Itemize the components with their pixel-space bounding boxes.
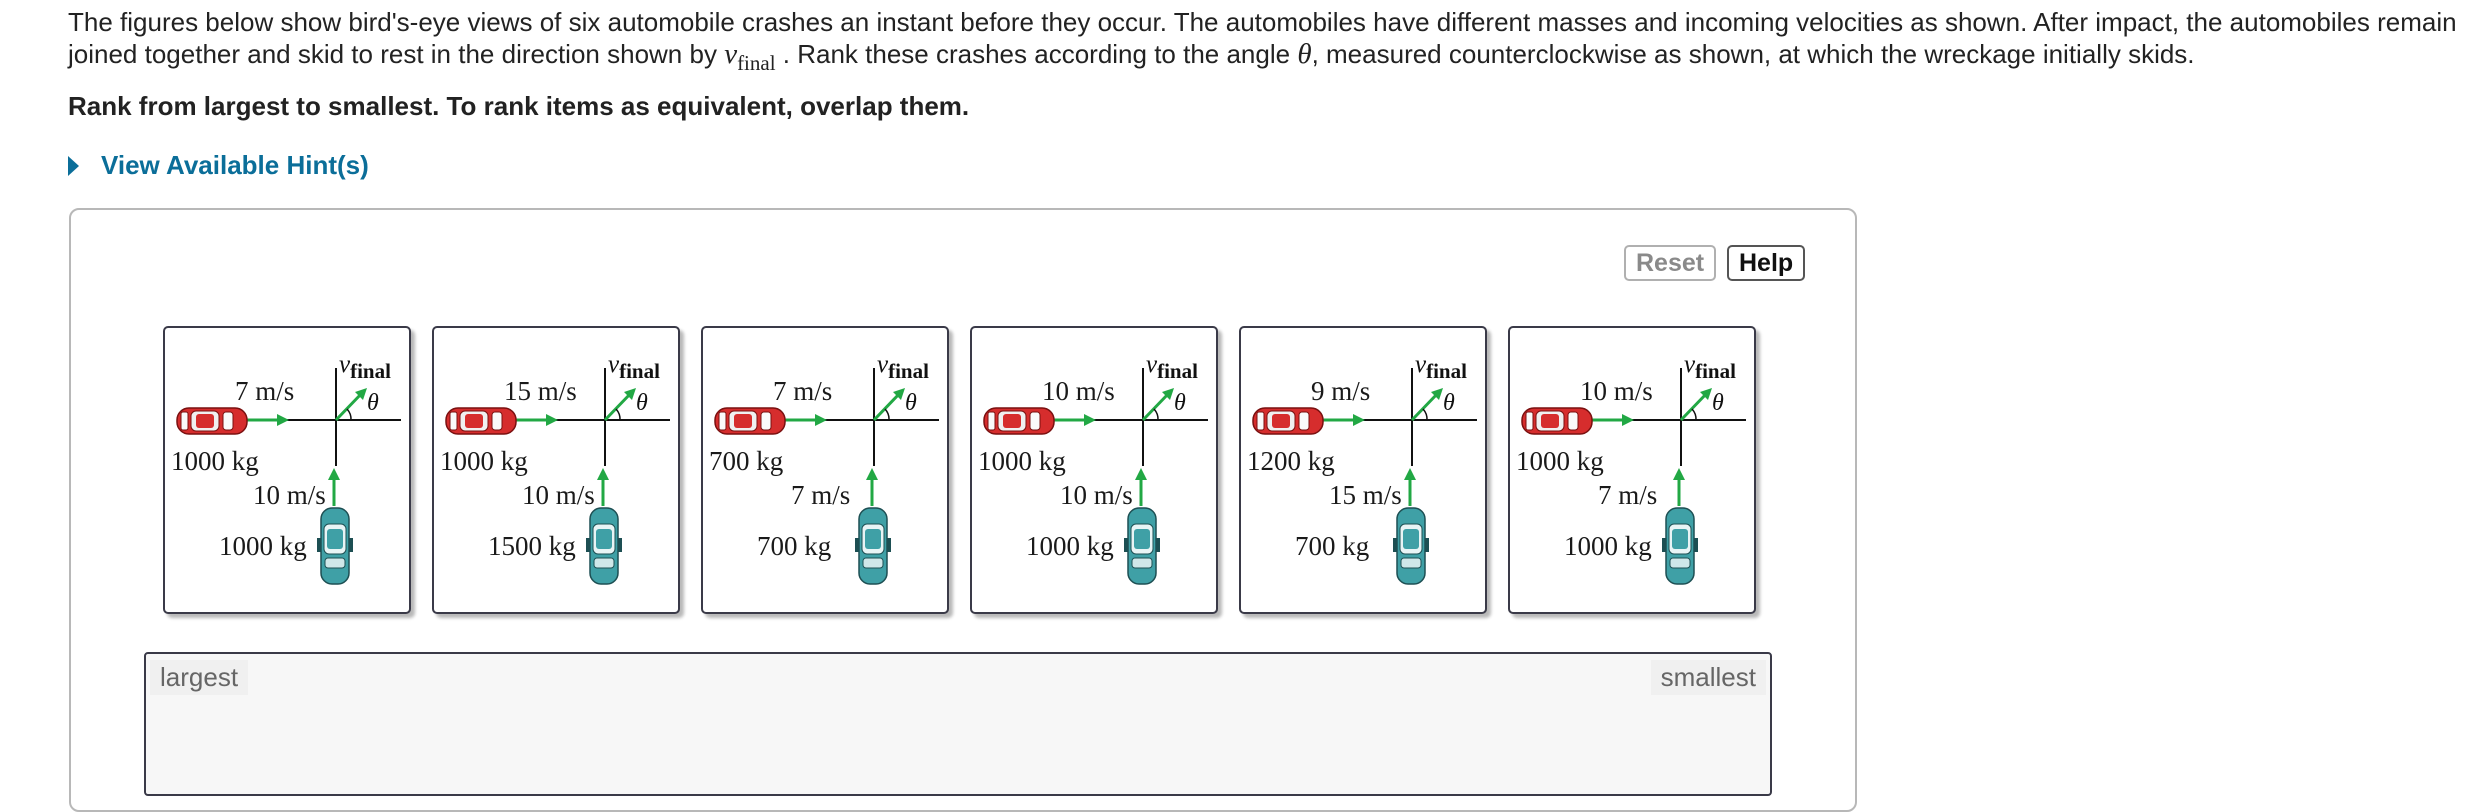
- theta-label: θ: [1443, 390, 1455, 416]
- theta-label: θ: [1712, 390, 1724, 416]
- problem-statement: The figures below show bird's-eye views …: [68, 6, 2468, 79]
- help-button[interactable]: Help: [1727, 245, 1806, 281]
- car1-mass-label: 1000 kg: [171, 446, 259, 476]
- car1-speed-label: 7 m/s: [773, 376, 833, 406]
- car2-mass-label: 700 kg: [757, 531, 832, 561]
- car1-mass-label: 1000 kg: [978, 446, 1066, 476]
- v-final-label: vfinal: [877, 351, 929, 383]
- theta-label: θ: [905, 390, 917, 416]
- car2-mass-label: 1000 kg: [219, 531, 307, 561]
- prompt-text-2: . Rank these crashes according to the an…: [782, 39, 1291, 69]
- car1-speed-label: 15 m/s: [504, 376, 577, 406]
- ranking-instruction: Rank from largest to smallest. To rank i…: [68, 91, 970, 121]
- crash-card-2[interactable]: 15 m/s 1000 kg 10 m/s 1500 kg vfinal θ: [432, 326, 680, 614]
- car1-mass-label: 1000 kg: [440, 446, 528, 476]
- ranking-dropzone[interactable]: largest smallest: [144, 652, 1772, 796]
- car1-speed-label: 9 m/s: [1311, 376, 1371, 406]
- v-final-symbol: vfinal: [724, 38, 776, 75]
- crash-diagram: [1521, 368, 1746, 585]
- theta-label: θ: [636, 390, 648, 416]
- car2-speed-label: 10 m/s: [1060, 480, 1133, 510]
- car2-speed-label: 10 m/s: [253, 480, 326, 510]
- view-hints-toggle[interactable]: View Available Hint(s): [68, 150, 369, 181]
- car1-speed-label: 7 m/s: [235, 376, 295, 406]
- v-final-label: vfinal: [608, 351, 660, 383]
- v-final-label: vfinal: [1684, 351, 1736, 383]
- car2-speed-label: 15 m/s: [1329, 480, 1402, 510]
- car1-speed-label: 10 m/s: [1580, 376, 1653, 406]
- v-final-label: vfinal: [339, 351, 391, 383]
- car2-mass-label: 1000 kg: [1026, 531, 1114, 561]
- theta-label: θ: [1174, 390, 1186, 416]
- v-final-label: vfinal: [1146, 351, 1198, 383]
- car1-mass-label: 1200 kg: [1247, 446, 1335, 476]
- crash-diagram: [1252, 368, 1477, 585]
- car2-speed-label: 10 m/s: [522, 480, 595, 510]
- crash-diagram: [445, 368, 670, 585]
- car2-speed-label: 7 m/s: [791, 480, 851, 510]
- theta-symbol: θ: [1297, 38, 1312, 70]
- crash-card-4[interactable]: 10 m/s 1000 kg 10 m/s 1000 kg vfinal θ: [970, 326, 1218, 614]
- caret-right-icon: [68, 155, 79, 176]
- prompt-text-1: The figures below show bird's-eye views …: [68, 7, 2457, 69]
- car2-mass-label: 700 kg: [1295, 531, 1370, 561]
- hint-label: View Available Hint(s): [101, 150, 369, 180]
- crash-card-1[interactable]: 7 m/s 1000 kg 10 m/s 1000 kg vfinal θ: [163, 326, 411, 614]
- car1-mass-label: 700 kg: [709, 446, 784, 476]
- reset-button[interactable]: Reset: [1624, 245, 1717, 281]
- car2-speed-label: 7 m/s: [1598, 480, 1658, 510]
- crash-diagram: [714, 368, 939, 585]
- crash-diagram: [176, 368, 401, 585]
- car1-mass-label: 1000 kg: [1516, 446, 1604, 476]
- v-final-label: vfinal: [1415, 351, 1467, 383]
- car1-speed-label: 10 m/s: [1042, 376, 1115, 406]
- crash-card-5[interactable]: 9 m/s 1200 kg 15 m/s 700 kg vfinal θ: [1239, 326, 1487, 614]
- car2-mass-label: 1500 kg: [488, 531, 576, 561]
- car2-mass-label: 1000 kg: [1564, 531, 1652, 561]
- theta-label: θ: [367, 390, 379, 416]
- smallest-label: smallest: [1650, 660, 1766, 695]
- prompt-text-3: , measured counterclockwise as shown, at…: [1311, 39, 2195, 69]
- crash-diagram: [983, 368, 1208, 585]
- crash-card-6[interactable]: 10 m/s 1000 kg 7 m/s 1000 kg vfinal θ: [1508, 326, 1756, 614]
- largest-label: largest: [150, 660, 249, 695]
